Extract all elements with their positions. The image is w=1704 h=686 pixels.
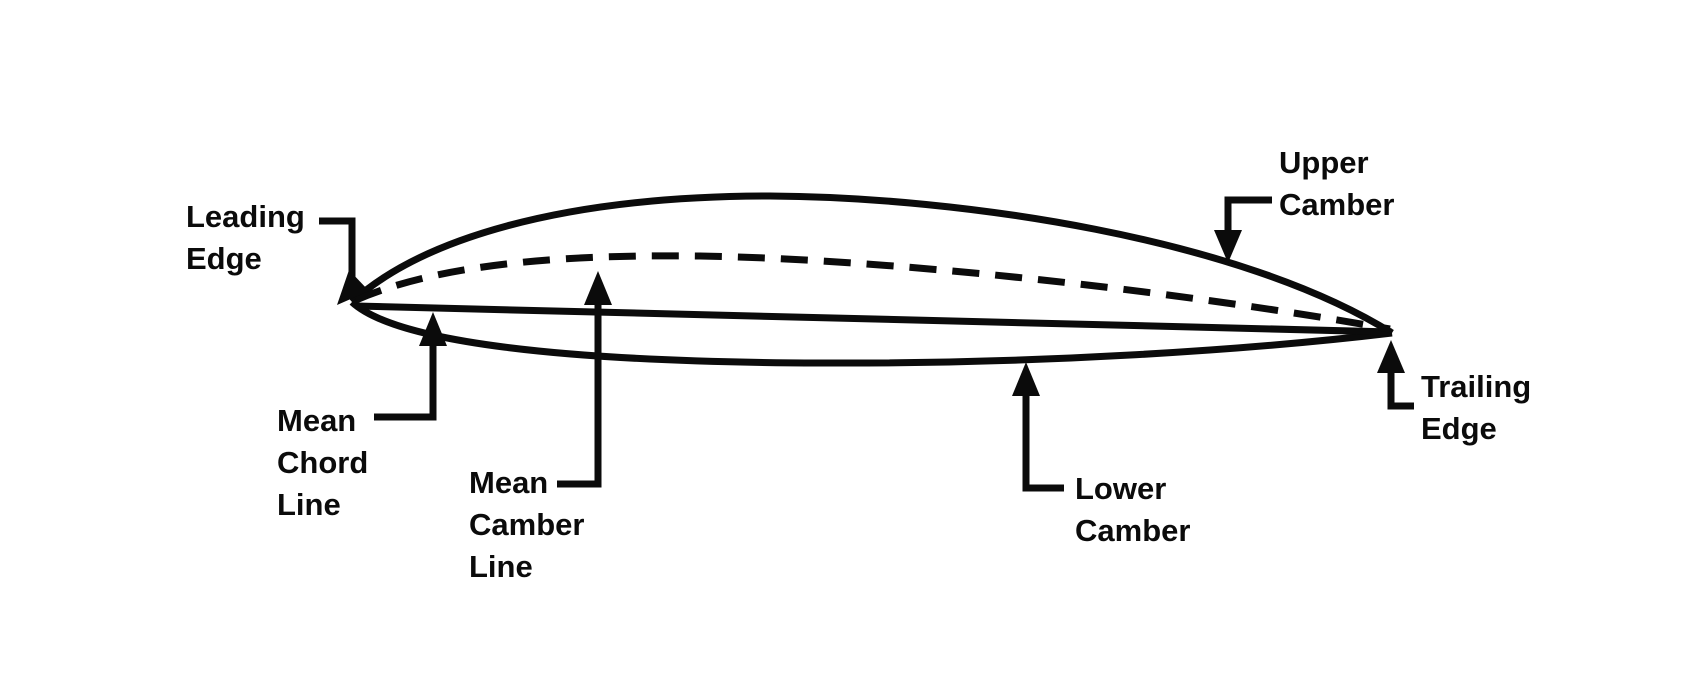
leading-edge-arrowhead-icon (337, 270, 369, 305)
label-trailing-edge: Trailing Edge (1421, 369, 1532, 446)
label-mean-chord-line: Mean Chord Line (277, 403, 369, 522)
mean-camber-arrow (557, 271, 612, 488)
trailing-edge-leader-line (1387, 370, 1414, 410)
upper-camber-leader-line (1224, 196, 1272, 234)
mean-chord-leader-line (374, 344, 437, 421)
upper-camber-arrowhead-icon (1214, 230, 1242, 263)
label-leading-edge: Leading Edge (186, 199, 305, 276)
trailing-edge-arrow (1377, 340, 1414, 410)
lower-camber-leader-line (1022, 394, 1064, 492)
lower-camber-arrowhead-icon (1012, 362, 1040, 396)
label-lower-camber: Lower Camber (1075, 471, 1191, 548)
leading-edge-arrow (319, 217, 369, 305)
mean-chord-arrowhead-icon (419, 312, 447, 346)
mean-chord-arrow (374, 312, 447, 421)
upper-camber-arrow (1214, 196, 1272, 263)
mean-camber-arrowhead-icon (584, 271, 612, 305)
leading-edge-leader-line (319, 217, 356, 278)
upper-surface-curve (349, 192, 1394, 336)
label-upper-camber: Upper Camber (1279, 145, 1395, 222)
mean-camber-leader-line (557, 303, 602, 488)
mean-chord-line (355, 302, 1393, 336)
label-mean-camber-line: Mean Camber Line (469, 465, 585, 584)
lower-camber-arrow (1012, 362, 1064, 492)
mean-camber-line-dashed (354, 252, 1391, 333)
trailing-edge-arrowhead-icon (1377, 340, 1405, 373)
